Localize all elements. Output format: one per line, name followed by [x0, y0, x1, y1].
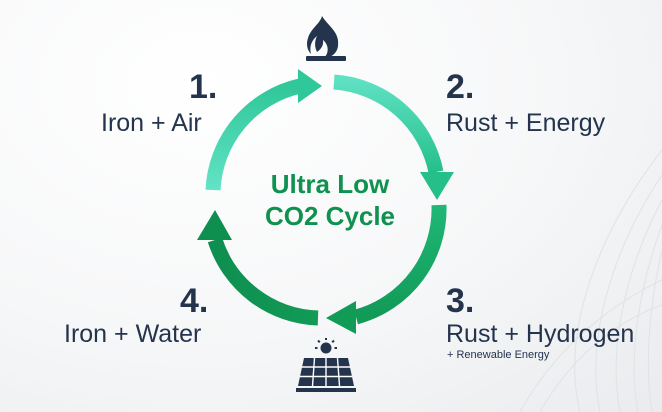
center-title-line-2: CO2 Cycle: [264, 201, 396, 231]
step-4-label: Iron + Water: [64, 320, 202, 348]
step-2-label: Rust + Energy: [446, 109, 606, 137]
cycle-arrow-1-to-2: [333, 74, 454, 200]
step-3-number: 3.: [446, 282, 475, 320]
step-3-label: Rust + Hydrogen: [446, 320, 635, 348]
cycle-arrow-3-to-4: [197, 210, 319, 326]
step-1-number: 1.: [189, 68, 218, 106]
center-title-line-1: Ultra Low: [270, 169, 390, 199]
cycle-arrow-4-to-1: [205, 69, 322, 191]
step-3-sublabel: + Renewable Energy: [447, 349, 550, 361]
step-4-number: 4.: [180, 282, 209, 320]
step-2-number: 2.: [446, 68, 475, 106]
cycle-arrow-2-to-3: [326, 204, 447, 334]
flame-icon: [306, 16, 346, 61]
solar-panel-icon: [296, 338, 356, 392]
step-1-label: Iron + Air: [101, 109, 202, 137]
